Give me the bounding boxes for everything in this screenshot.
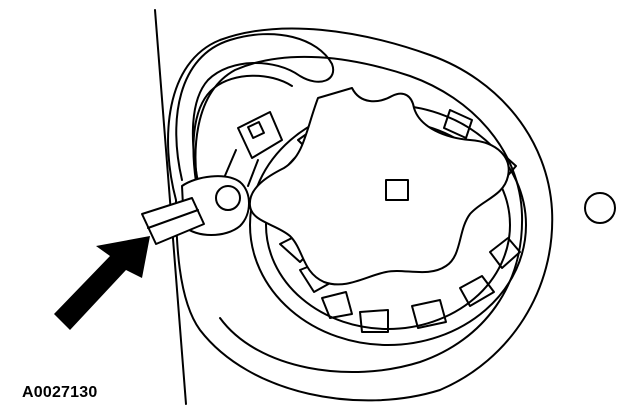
sender-cap — [248, 87, 510, 286]
fitting-boss — [215, 185, 241, 211]
fuel-line-tube — [175, 33, 335, 183]
mounting-hole — [584, 192, 616, 224]
fuel-line-tube-inner — [192, 74, 293, 183]
connector-post-slot — [247, 121, 265, 139]
connector-stem — [223, 149, 259, 187]
arrow-icon — [54, 236, 150, 330]
figure-code: A0027130 — [22, 384, 98, 401]
disconnect-tool-edge — [147, 209, 199, 229]
tank-opening-outline — [167, 27, 554, 402]
disconnect-tool — [141, 197, 205, 245]
opening-inner-rim — [194, 55, 524, 374]
cap-center-square — [385, 179, 409, 201]
